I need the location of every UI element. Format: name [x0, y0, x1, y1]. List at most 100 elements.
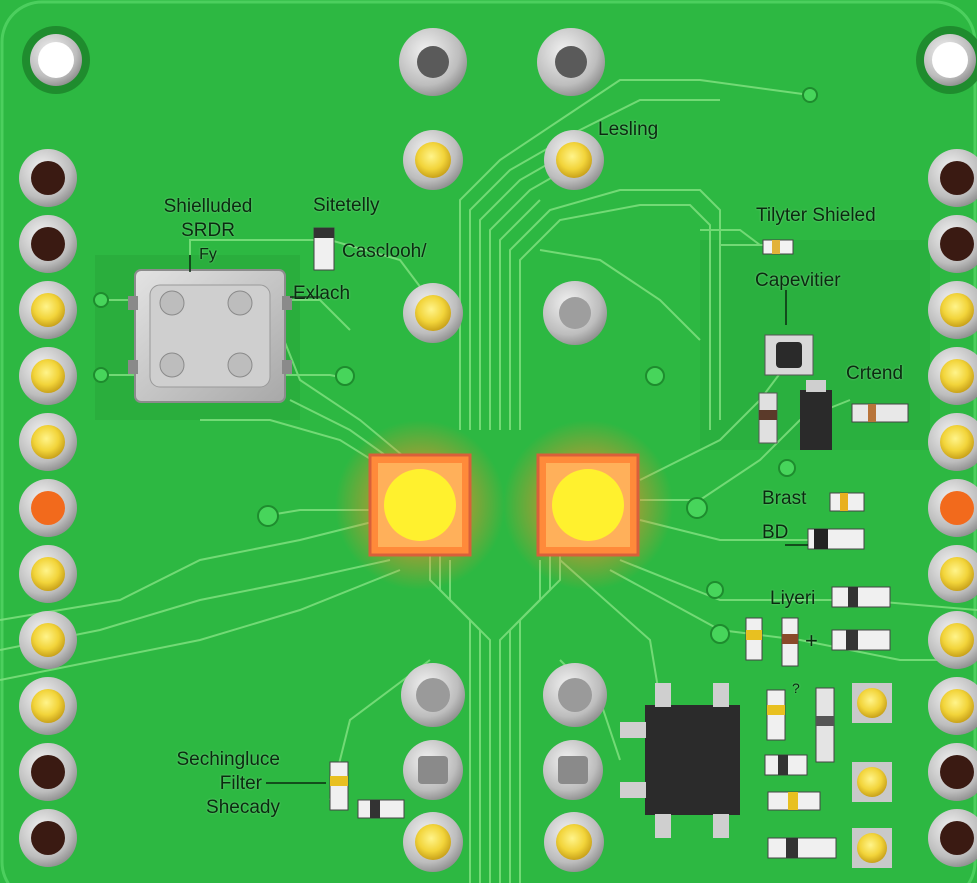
- header-pin-core: [940, 359, 974, 393]
- label-shield-line2: SRDR: [181, 220, 235, 241]
- label-bd: BD: [762, 522, 789, 543]
- right-pin-header: [928, 149, 977, 867]
- label-sechingluce: Sechingluce Filter Shecady: [150, 748, 280, 820]
- label-caseloohy: Casclooh/: [342, 241, 427, 262]
- through-hole-silver: [537, 28, 605, 96]
- header-pin-core: [31, 821, 65, 855]
- resistor-icon: [781, 617, 799, 667]
- resistor-icon: [329, 761, 349, 811]
- header-pin: [19, 479, 77, 537]
- led-icon: [335, 420, 505, 590]
- header-pin: [19, 809, 77, 867]
- through-hole-silver: [401, 663, 465, 727]
- resistor-icon: [831, 629, 891, 651]
- label-question: ?: [792, 680, 800, 696]
- header-pin: [19, 215, 77, 273]
- through-hole-gold: [403, 812, 463, 872]
- label-shield: Shielluded SRDR Fy: [148, 195, 268, 267]
- label-brast: Brast: [762, 488, 807, 509]
- header-pin: [928, 413, 977, 471]
- through-hole-silver: [543, 740, 603, 800]
- via-group: [93, 87, 818, 644]
- header-pin: [19, 545, 77, 603]
- left-pin-header: [19, 149, 77, 867]
- resistor-icon: [767, 837, 837, 859]
- through-hole-silver: [543, 281, 607, 345]
- header-pin: [928, 347, 977, 405]
- label-liyeri: Liyeri: [770, 588, 816, 609]
- resistor-icon: [357, 799, 405, 819]
- header-pin-core: [31, 557, 65, 591]
- header-pin-core: [940, 623, 974, 657]
- label-shield-line3: Fy: [199, 246, 217, 263]
- resistor-icon: [764, 754, 808, 776]
- through-hole-gold: [544, 130, 604, 190]
- ground-pour-zone-right: [700, 240, 930, 450]
- resistor-icon: [815, 687, 835, 763]
- header-pin: [928, 479, 977, 537]
- header-pin-core: [31, 161, 65, 195]
- through-hole-gold: [544, 812, 604, 872]
- label-sitetelly: Sitetelly: [313, 195, 380, 216]
- resistor-icon: [807, 528, 865, 550]
- header-pin: [19, 743, 77, 801]
- header-pin: [19, 347, 77, 405]
- header-pin: [19, 413, 77, 471]
- header-pin-core: [940, 491, 974, 525]
- shield-can-icon: [128, 269, 292, 403]
- header-pin-core: [31, 491, 65, 525]
- header-pin-core: [940, 557, 974, 591]
- header-pin-core: [940, 689, 974, 723]
- header-pin-core: [940, 755, 974, 789]
- label-filter: Filter: [219, 773, 262, 794]
- header-pin: [928, 215, 977, 273]
- through-hole-silver: [403, 740, 463, 800]
- trace-group: [0, 79, 977, 883]
- header-pin-core: [31, 227, 65, 261]
- header-pin: [928, 611, 977, 669]
- header-pin-core: [940, 425, 974, 459]
- header-pin-core: [940, 293, 974, 327]
- smd-pad-group: [852, 683, 892, 868]
- label-exlach: Exlach: [293, 283, 351, 304]
- label-crtend: Crtend: [846, 363, 904, 384]
- header-pin: [19, 611, 77, 669]
- through-hole-gold: [403, 130, 463, 190]
- resistor-icon: [829, 492, 865, 512]
- header-pin-core: [940, 227, 974, 261]
- header-pin-core: [31, 689, 65, 723]
- through-hole-silver: [543, 663, 607, 727]
- label-leader-lines: [189, 255, 808, 784]
- header-pin-core: [31, 425, 65, 459]
- header-pin-core: [940, 821, 974, 855]
- label-capevitier: Capevitier: [755, 270, 841, 291]
- header-pin-core: [31, 755, 65, 789]
- mount-hole-icon: [916, 26, 977, 94]
- header-pin: [928, 809, 977, 867]
- header-pin: [19, 149, 77, 207]
- header-pin: [928, 743, 977, 801]
- label-shield-line1: Shielluded: [163, 196, 253, 217]
- capacitor-icon: [764, 334, 814, 376]
- ic-chip-icon: [620, 683, 740, 838]
- resistor-icon: [831, 586, 891, 608]
- header-pin: [928, 281, 977, 339]
- through-hole-gold: [403, 283, 463, 343]
- header-pin-core: [31, 359, 65, 393]
- through-hole-silver: [399, 28, 467, 96]
- ic-chip-icon: [800, 380, 832, 450]
- header-pin: [19, 281, 77, 339]
- header-pin: [928, 149, 977, 207]
- header-pin-core: [31, 623, 65, 657]
- label-plus: +: [805, 628, 818, 653]
- resistor-icon: [766, 689, 786, 741]
- led-icon: [503, 420, 673, 590]
- header-pin-core: [31, 293, 65, 327]
- label-lesling: Lesling: [598, 119, 659, 140]
- label-sechingluce-line1: Sechingluce: [176, 749, 280, 770]
- label-shecady: Shecady: [206, 797, 280, 818]
- resistor-icon: [762, 239, 794, 255]
- header-pin: [928, 677, 977, 735]
- label-filter-shieled: Tilyter Shieled: [756, 205, 876, 226]
